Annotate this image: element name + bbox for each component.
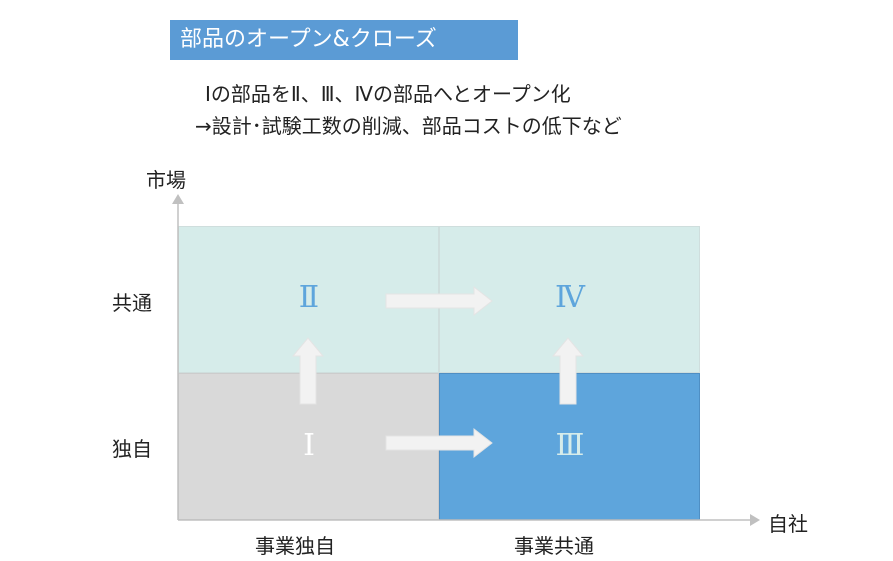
title-box: 部品のオープン&クローズ (170, 20, 518, 60)
quadrant-1-numeral: Ⅰ (303, 428, 315, 463)
arrow-up-left (291, 337, 325, 405)
y-axis-arrowhead (172, 194, 184, 204)
quadrant-4-numeral: Ⅳ (555, 280, 585, 315)
y-axis-label-own: 独自 (112, 437, 152, 461)
x-axis-label-own: 事業独自 (255, 534, 335, 558)
y-axis-label-common: 共通 (112, 291, 152, 315)
arrow-up-right (551, 337, 585, 405)
arrow-right-bottom (385, 427, 493, 459)
arrow-right-top (385, 285, 493, 317)
title-text: 部品のオープン&クローズ (180, 27, 437, 52)
y-axis-title: 市場 (146, 168, 186, 192)
x-axis-arrowhead (750, 514, 760, 526)
description-line-2: →設計･試験工数の削減、部品コストの低下など (195, 114, 622, 138)
x-axis-title: 自社 (768, 512, 808, 536)
quadrant-2-numeral: Ⅱ (298, 280, 320, 315)
x-axis-label-common: 事業共通 (514, 534, 594, 558)
description-line-1: Ⅰの部品をⅡ、Ⅲ、Ⅳの部品へとオープン化 (205, 82, 571, 106)
quadrant-3-numeral: Ⅲ (555, 428, 585, 463)
